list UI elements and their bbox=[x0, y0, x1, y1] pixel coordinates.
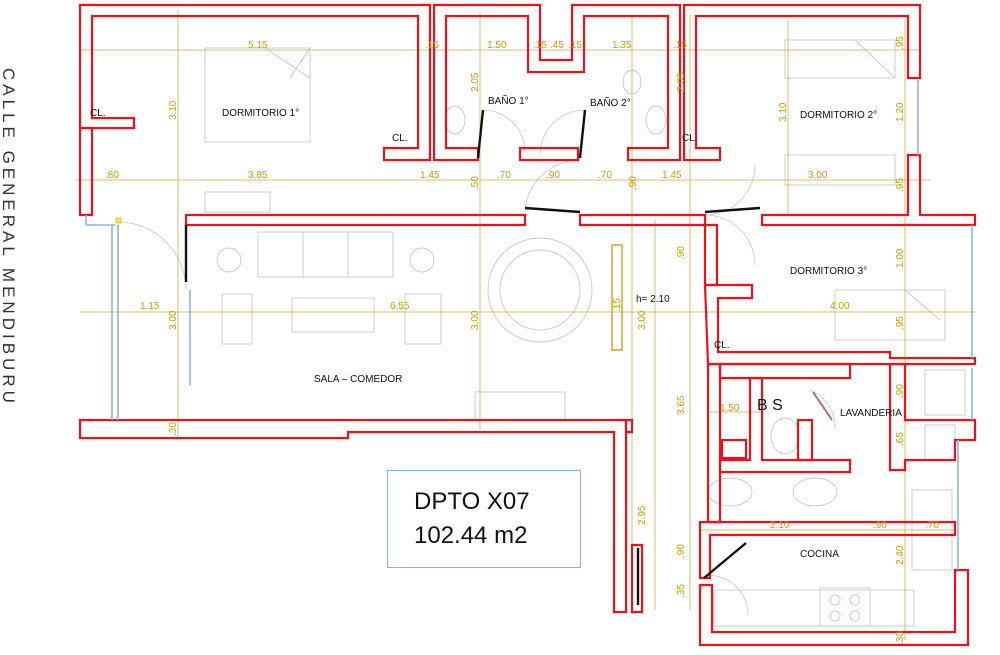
closet-label-4: CL. bbox=[714, 340, 730, 351]
dim-90-d: .90 bbox=[676, 544, 687, 558]
dim-95-a: .95 bbox=[895, 36, 906, 50]
dim-15-a: .15 bbox=[425, 40, 439, 51]
closet-label-2: CL. bbox=[392, 133, 408, 144]
dim-90-k: .90 bbox=[873, 520, 887, 531]
dim-90-e: .90 bbox=[628, 176, 639, 190]
dim-95-c: .95 bbox=[895, 316, 906, 330]
closet-label-1: CL. bbox=[90, 108, 106, 119]
room-sala-comedor: SALA – COMEDOR bbox=[314, 374, 402, 385]
closet-label-3: CL. bbox=[682, 133, 698, 144]
dim-65: .65 bbox=[895, 432, 906, 446]
room-dormitorio-1: DORMITORIO 1° bbox=[222, 108, 299, 119]
dimension-lines bbox=[75, 10, 975, 640]
dim-3-00-a: 3.00 bbox=[808, 170, 828, 181]
dim-3-00-d: 3.00 bbox=[637, 310, 648, 330]
walls bbox=[78, 3, 977, 647]
dim-3-10-a: 3.10 bbox=[168, 100, 179, 120]
dim-1-20: 1.20 bbox=[895, 102, 906, 122]
dim-1-45-b: 1.45 bbox=[662, 170, 682, 181]
dim-95-b: .95 bbox=[895, 178, 906, 192]
dim-50: .50 bbox=[470, 176, 481, 190]
dim-15-e: .15 bbox=[612, 298, 623, 312]
room-bs: B S bbox=[757, 397, 783, 414]
dim-1-50-top: 1.50 bbox=[487, 40, 507, 51]
room-labels: DORMITORIO 1° BAÑO 1° BAÑO 2° DORMITORIO… bbox=[90, 94, 902, 560]
dim-2-40: 2.40 bbox=[895, 545, 906, 565]
dim-15-d: .15 bbox=[673, 40, 687, 51]
dim-90-b: .90 bbox=[895, 384, 906, 398]
dim-30-a: .30 bbox=[168, 422, 179, 436]
doors bbox=[184, 109, 833, 605]
room-bano-1: BAÑO 1° bbox=[488, 94, 529, 107]
windows bbox=[85, 80, 973, 570]
dim-70-b: .70 bbox=[598, 170, 612, 181]
dim-70-a: .70 bbox=[497, 170, 511, 181]
street-name: CALLE GENERAL MENDIBURU bbox=[0, 67, 18, 407]
dim-90-c: .90 bbox=[676, 246, 687, 260]
furniture bbox=[204, 39, 966, 627]
street-label: CALLE GENERAL MENDIBURU bbox=[0, 68, 18, 407]
dim-3-65: 3.65 bbox=[676, 395, 687, 415]
dim-3-00-c: 3.00 bbox=[470, 310, 481, 330]
dim-45: .45 bbox=[550, 40, 564, 51]
dimension-texts: 5.15 .15 1.50 .15 .45 .15 1.35 .15 .80 3… bbox=[105, 36, 939, 645]
unit-name: DPTO X07 bbox=[414, 488, 530, 515]
unit-info-box: DPTO X07 102.44 m2 bbox=[387, 470, 581, 568]
dim-2-95: 2.95 bbox=[637, 505, 648, 525]
unit-area: 102.44 m2 bbox=[414, 522, 528, 549]
dim-15-b: .15 bbox=[533, 40, 547, 51]
dim-3-00-b: 3.00 bbox=[168, 310, 179, 330]
dim-3-10-b: 3.10 bbox=[778, 102, 789, 122]
dim-2-05-b: 2.05 bbox=[676, 72, 687, 92]
room-lavanderia: LAVANDERIA bbox=[840, 408, 902, 419]
room-bano-2: BAÑO 2° bbox=[590, 96, 631, 109]
dim-30-b: .30 bbox=[895, 631, 906, 645]
dim-1-35: 1.35 bbox=[612, 40, 632, 51]
dim-5-15: 5.15 bbox=[248, 40, 268, 51]
dim-1-15: 1.15 bbox=[140, 301, 160, 312]
dim-4-00: 4.00 bbox=[830, 301, 850, 312]
dim-15-c: .15 bbox=[568, 40, 582, 51]
dim-6-55: 6.55 bbox=[390, 301, 410, 312]
dim-2-10: 2.10 bbox=[770, 520, 790, 531]
dim-1-45-a: 1.45 bbox=[420, 170, 440, 181]
dim-3-85: 3.85 bbox=[248, 170, 268, 181]
dim-2-05-a: 2.05 bbox=[470, 72, 481, 92]
room-dormitorio-3: DORMITORIO 3° bbox=[790, 266, 867, 277]
room-dormitorio-2: DORMITORIO 2° bbox=[800, 110, 877, 121]
dim-1-00: 1.00 bbox=[895, 248, 906, 268]
ceiling-height-label: h= 2.10 bbox=[636, 294, 670, 305]
dim-90-a: .90 bbox=[546, 170, 560, 181]
dim-80: .80 bbox=[105, 170, 119, 181]
room-cocina: COCINA bbox=[800, 549, 839, 560]
dim-35: .35 bbox=[676, 584, 687, 598]
dim-70-k: .70 bbox=[925, 520, 939, 531]
dim-1-50-bs: 1.50 bbox=[720, 403, 740, 414]
